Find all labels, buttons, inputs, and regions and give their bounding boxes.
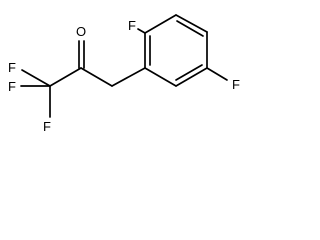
ring-bond-c1-c2 <box>144 14 177 34</box>
atom-label-o: O <box>76 24 86 39</box>
atom-label-f-ring-right: F <box>232 77 240 92</box>
ring-bond-c5-c6 <box>144 67 177 87</box>
atom-label-f-cf3-left: F <box>8 60 16 75</box>
molecule-drawing: O F F F F F <box>8 14 240 134</box>
atom-label-f-cf3-bottom: F <box>43 119 51 134</box>
atom-label-f-ring-top: F <box>128 18 136 33</box>
bond-carbonyl-cf3 <box>49 67 82 87</box>
bond-cf3-f-left <box>21 69 51 87</box>
ring-bond-c2-c3 <box>175 14 208 33</box>
bond-ch2-carbonyl <box>80 67 113 87</box>
structure-canvas: O F F F F F <box>0 0 256 138</box>
ring-bond-c4-c5 <box>175 67 208 87</box>
bond-ring-ch2 <box>111 67 146 87</box>
atom-label-f-cf3-mid: F <box>8 79 16 94</box>
ring-bond-c2-c3-inner <box>176 20 204 37</box>
ring-bond-c4-c5-inner <box>175 64 203 81</box>
bond-c1-f <box>137 28 146 34</box>
bond-c4-f <box>206 67 228 81</box>
